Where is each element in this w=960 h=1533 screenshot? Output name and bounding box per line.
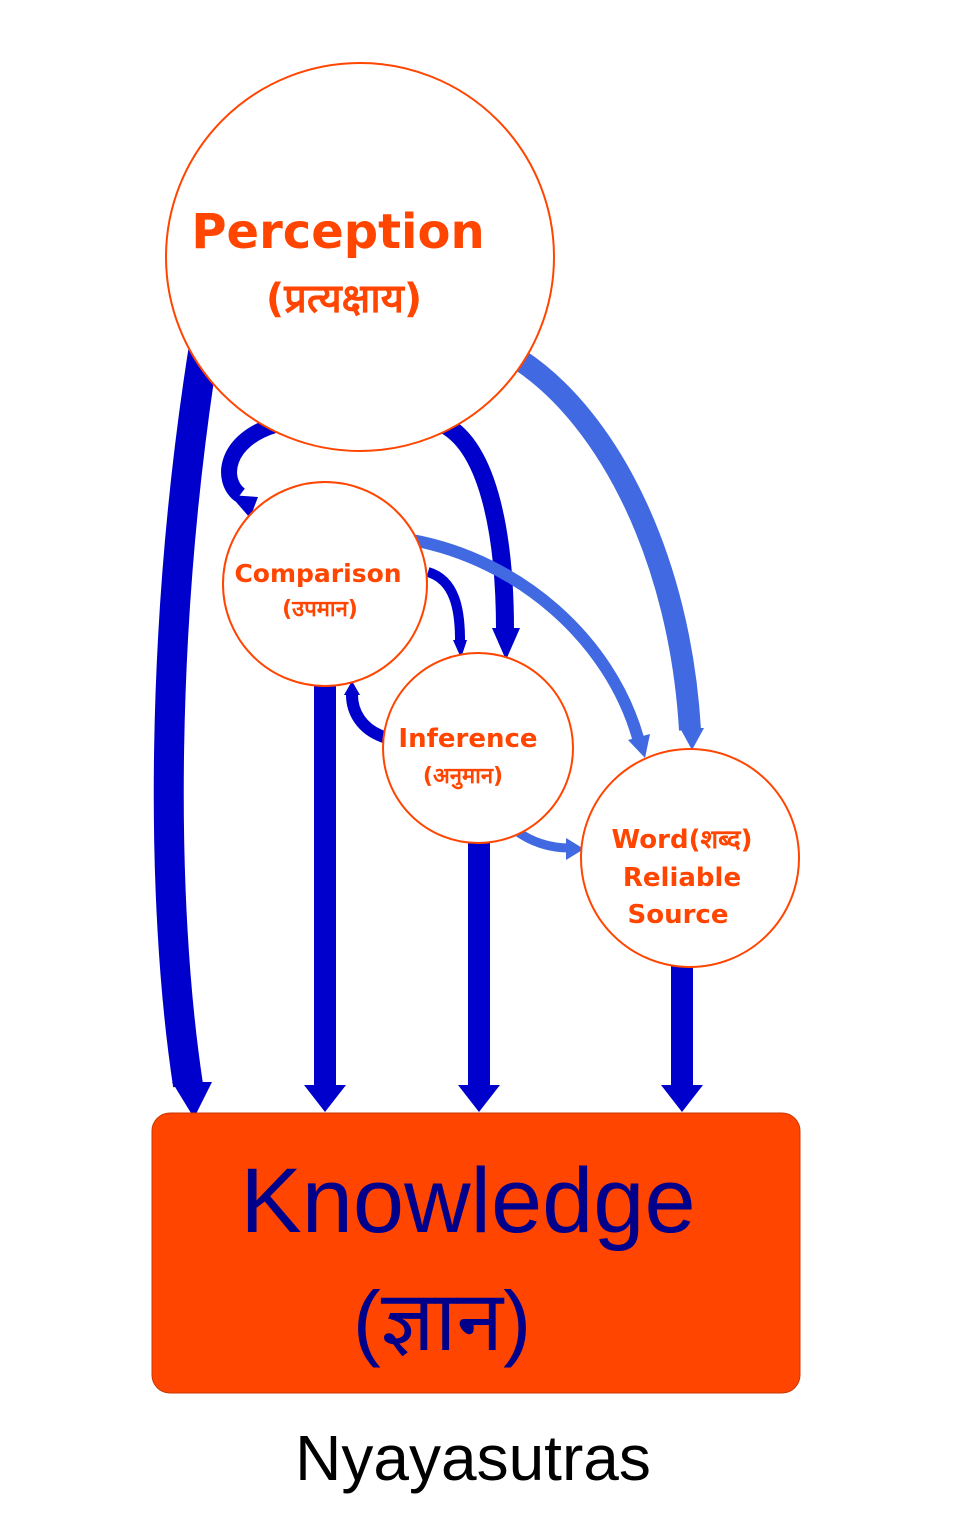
word-reliable-label: Reliable xyxy=(623,863,741,893)
word-source-label: Source xyxy=(628,900,729,930)
arrow-perception-to-word xyxy=(513,350,704,750)
arrow-comparison-to-word xyxy=(410,534,650,758)
perception-sanskrit-label: (प्रत्यक्षाय) xyxy=(266,276,422,322)
comparison-label: Comparison xyxy=(234,559,401,588)
node-perception: Perception (प्रत्यक्षाय) xyxy=(165,62,555,452)
arrow-inference-to-comparison xyxy=(344,681,390,744)
node-comparison: Comparison (उपमान) xyxy=(222,481,428,687)
arrow-comparison-to-knowledge xyxy=(304,683,346,1112)
word-label: Word(शब्द) xyxy=(612,825,753,855)
node-inference: Inference (अनुमान) xyxy=(382,652,574,844)
arrow-inference-to-knowledge xyxy=(458,840,500,1112)
node-word: Word(शब्द) Reliable Source xyxy=(580,748,800,968)
arrow-perception-to-comparison xyxy=(221,417,278,518)
arrow-comparison-to-inference xyxy=(426,567,467,658)
arrow-inference-to-word xyxy=(512,826,584,860)
knowledge-box: Knowledge (ज्ञान) xyxy=(151,1112,801,1394)
knowledge-label: Knowledge xyxy=(240,1150,695,1252)
arrow-perception-to-knowledge xyxy=(153,337,220,1118)
comparison-sanskrit-label: (उपमान) xyxy=(282,597,358,622)
inference-sanskrit-label: (अनुमान) xyxy=(423,764,503,790)
knowledge-sanskrit-label: (ज्ञान) xyxy=(353,1274,531,1368)
inference-label: Inference xyxy=(398,724,537,754)
perception-label: Perception xyxy=(191,204,484,260)
arrow-word-to-knowledge xyxy=(661,963,703,1112)
arrow-perception-to-inference xyxy=(440,417,520,660)
diagram-caption: Nyayasutras xyxy=(295,1422,651,1494)
